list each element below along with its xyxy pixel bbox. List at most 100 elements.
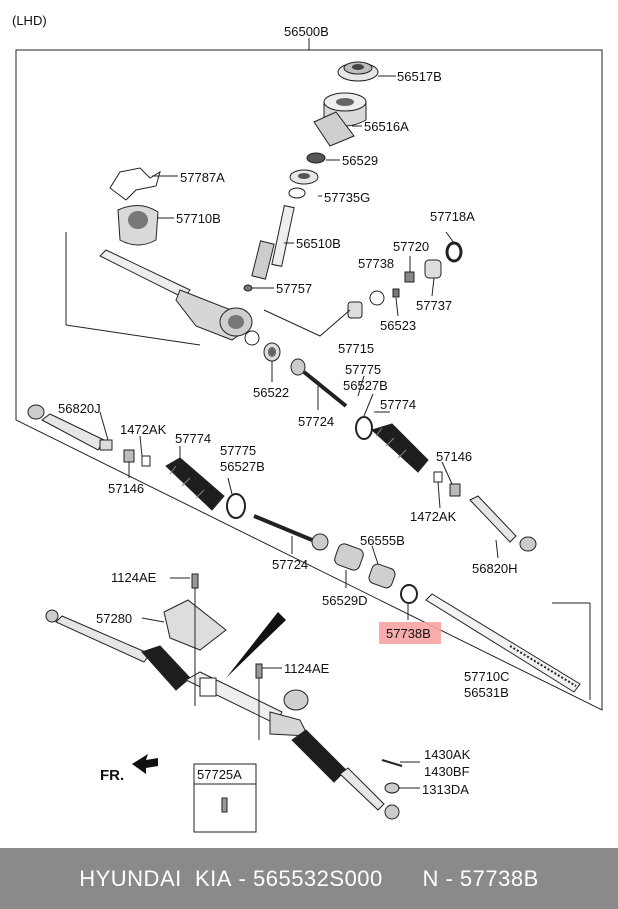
part-57715-shape: [347, 301, 363, 319]
rack-housing-upper-shape: [99, 249, 260, 346]
part-56820J-shape: [27, 404, 113, 451]
part-label-1124AEb: 1124AE: [284, 661, 330, 676]
part-57738B-shape: [400, 584, 418, 604]
part-label-57774a: 57774: [380, 397, 416, 412]
part-label-56517B: 56517B: [397, 69, 442, 84]
part-label-56529D: 56529D: [322, 593, 368, 608]
part-1472AKb-shape: [433, 471, 443, 483]
part-label-57787A: 57787A: [180, 170, 225, 185]
part-57738-shape: [369, 290, 385, 306]
part-57775b-shape: [311, 533, 329, 551]
part-label-57710B: 57710B: [176, 211, 221, 226]
highlight-57738B: [379, 622, 441, 644]
part-label-56529: 56529: [342, 153, 378, 168]
part-57757-shape: [243, 284, 253, 292]
part-label-57724a: 57724: [298, 414, 334, 429]
part-57737-shape: [424, 259, 442, 279]
front-direction-label: FR.: [100, 767, 124, 784]
assembly-label: 56500B: [284, 24, 329, 39]
part-label-56510B: 56510B: [296, 236, 341, 251]
part-56516A-shape: [313, 92, 367, 147]
footer-n-label: N: [422, 865, 439, 891]
part-label-57775a: 57775: [345, 362, 381, 377]
part-57724b-shape: [253, 514, 313, 542]
footer-part-number: 565532S000: [252, 865, 383, 891]
part-label-1430BF: 1430BF: [424, 764, 470, 779]
part-56510B-shape: [251, 205, 295, 280]
part-label-57720: 57720: [393, 239, 429, 254]
part-label-57738B: 57738B: [386, 626, 431, 641]
part-label-57710C: 57710C: [464, 669, 510, 684]
part-57710C-shape: [425, 593, 581, 693]
front-direction-icon: [132, 754, 158, 774]
part-label-57715: 57715: [338, 341, 374, 356]
part-1313DA-shape: [384, 782, 400, 794]
footer-gap: [383, 866, 423, 892]
part-label-1124AEa: 1124AE: [111, 570, 157, 585]
part-57724a-shape: [302, 370, 348, 408]
part-label-56523: 56523: [380, 318, 416, 333]
part-label-1472AKa: 1472AK: [120, 422, 167, 437]
part-56522-shape: [263, 342, 281, 362]
part-57735G-shape: [289, 169, 319, 185]
part-57774a-clamp-shape: [355, 416, 373, 440]
part-label-1472AKb: 1472AK: [410, 509, 457, 524]
steering-gear-diagram: (LHD) 56500B FR. 56517B 56516A 56529 577…: [12, 13, 603, 833]
part-57710B-shape: [117, 205, 159, 246]
part-label-57725A: 57725A: [197, 767, 242, 782]
part-57720-shape: [404, 271, 415, 283]
part-label-57735G: 57735G: [324, 190, 370, 205]
part-label-56555B: 56555B: [360, 533, 405, 548]
part-label-56527Ba: 56527B: [343, 378, 388, 393]
part-label-57724b: 57724: [272, 557, 308, 572]
part-57718A-shape: [445, 241, 463, 263]
part-label-57774b: 57774: [175, 431, 211, 446]
part-57146b-shape: [449, 483, 461, 497]
sub-assembly-line-top2: [65, 324, 201, 346]
part-label-57738: 57738: [358, 256, 394, 271]
footer-bar: HYUNDAI KIA - 565532S000 N - 57738B: [0, 848, 618, 909]
part-label-56516A: 56516A: [364, 119, 409, 134]
part-label-56820J: 56820J: [58, 401, 101, 416]
footer-separator-2: -: [438, 865, 460, 891]
footer-separator: -: [231, 865, 253, 891]
part-1430AK-shape: [381, 759, 403, 767]
leader-lines: [99, 75, 499, 789]
footer-brand: HYUNDAI KIA: [79, 865, 232, 891]
part-57774b-clamp-shape: [226, 493, 246, 519]
part-label-1430AK: 1430AK: [424, 747, 471, 762]
leader-57715: [263, 309, 351, 337]
part-57774a-shape: [371, 423, 429, 473]
part-1472AKa-shape: [141, 455, 151, 467]
part-label-57757: 57757: [276, 281, 312, 296]
part-label-56820H: 56820H: [472, 561, 518, 576]
part-57774b-shape: [165, 457, 225, 511]
part-57725A-shape: [221, 797, 228, 813]
part-1124AEa-shape: [191, 573, 199, 706]
part-label-56531B: 56531B: [464, 685, 509, 700]
part-label-57146b: 57146: [436, 449, 472, 464]
part-label-57737: 57737: [416, 298, 452, 313]
part-label-57775b: 57775: [220, 443, 256, 458]
rack-assembly-lower-shape: [45, 609, 400, 820]
part-label-57718A: 57718A: [430, 209, 475, 224]
assembly-outline: [15, 49, 603, 711]
part-56529D-shape: [334, 543, 364, 571]
part-label-57146a: 57146: [108, 481, 144, 496]
part-washer-shape: [288, 187, 306, 199]
part-label-1313DA: 1313DA: [422, 782, 469, 797]
part-57787A-shape: [109, 167, 161, 201]
part-56517B-shape: [337, 61, 379, 82]
part-56820H-shape: [469, 495, 537, 552]
part-label-56522: 56522: [253, 385, 289, 400]
part-1124AEb-shape: [255, 663, 263, 740]
part-56523-shape: [392, 288, 400, 298]
variant-label: (LHD): [12, 13, 47, 28]
part-56555B-shape: [368, 563, 396, 589]
pointer-wedge: [226, 612, 286, 678]
footer-n-value: 57738B: [459, 865, 539, 891]
part-label-56527Bb: 56527B: [220, 459, 265, 474]
part-57775a-shape: [290, 358, 306, 376]
part-56529-shape: [306, 152, 326, 164]
part-label-57280: 57280: [96, 611, 132, 626]
